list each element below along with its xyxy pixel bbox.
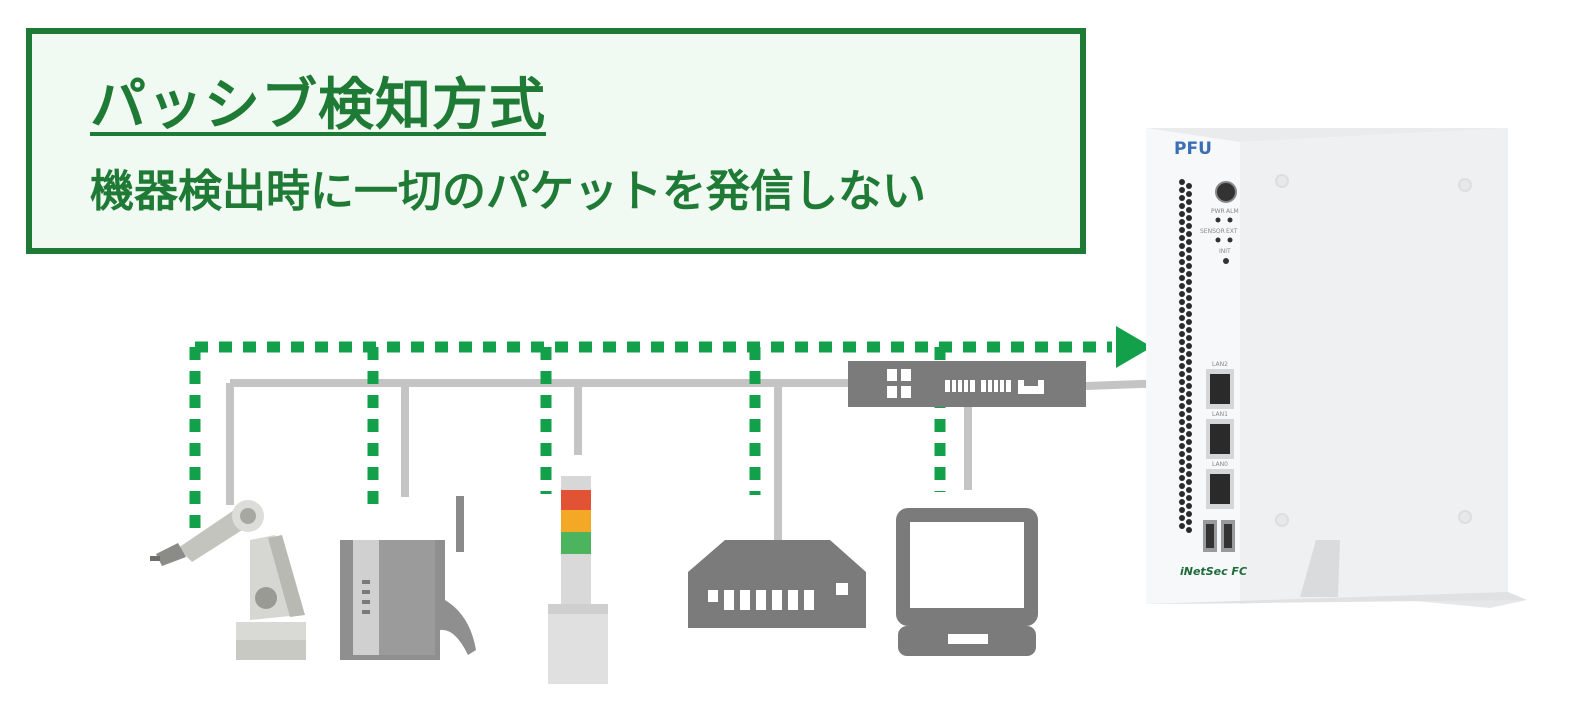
brand-label: PFU <box>1174 139 1212 159</box>
led-label-pwr: PWR <box>1211 208 1225 215</box>
network-appliance-icon <box>688 540 866 628</box>
callout-box: パッシブ検知方式 機器検出時に一切のパケットを発信しない <box>26 28 1086 254</box>
led-label-alm: ALM <box>1226 208 1239 215</box>
product-label: iNetSec FC <box>1180 565 1247 578</box>
page-title: パッシブ検知方式 <box>90 73 546 138</box>
vent-holes <box>1179 179 1192 533</box>
port-label-lan0: LAN0 <box>1212 461 1228 468</box>
router-icon <box>340 496 476 660</box>
network-cables <box>226 379 1171 540</box>
network-switch-icon <box>848 361 1086 407</box>
led-label-init: INIT <box>1219 248 1231 255</box>
laptop-icon <box>896 508 1038 656</box>
arrow-head-icon <box>1116 326 1152 368</box>
port-label-lan1: LAN1 <box>1212 411 1228 418</box>
robot-arm-icon <box>150 500 306 660</box>
lan-port-icon <box>1206 369 1234 509</box>
inetsec-appliance: PFU PWR ALM SENSOR EXT INIT LAN2 LAN1 LA… <box>1146 128 1527 608</box>
power-button <box>1215 181 1237 203</box>
led-label-ext: EXT <box>1226 228 1238 235</box>
signal-tower-icon <box>548 476 608 684</box>
page-subtitle: 機器検出時に一切のパケットを発信しない <box>90 166 926 217</box>
port-label-lan2: LAN2 <box>1212 361 1228 368</box>
led-label-sensor: SENSOR <box>1200 228 1225 235</box>
usb-port-icon <box>1203 520 1235 552</box>
